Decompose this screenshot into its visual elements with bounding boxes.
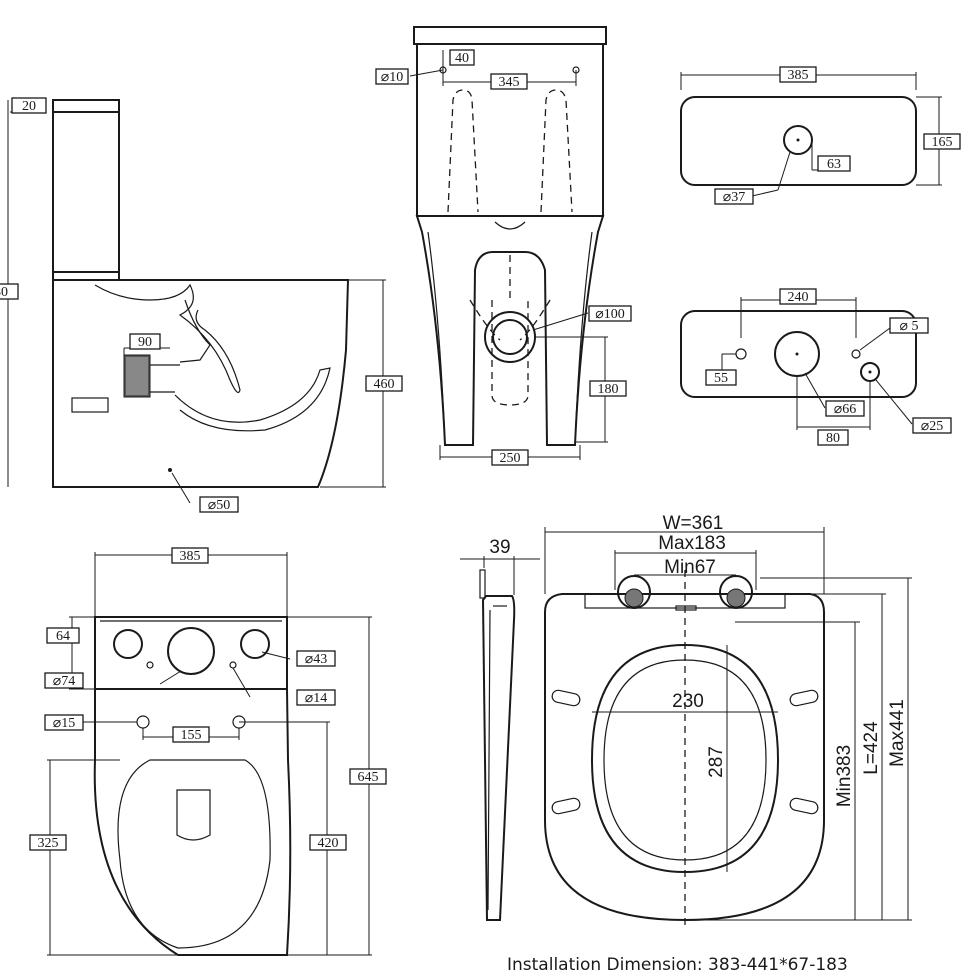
side-tank-offset-label: 20 [22,99,36,114]
tank-top-offset-label: 63 [827,157,841,172]
seat-profile [481,595,516,921]
seat-max-hinge-label: Max183 [658,533,726,554]
seat-width-label: W=361 [663,513,724,534]
plan-fix-spacing-label: 155 [181,728,202,743]
front-tank [416,43,604,217]
front-tank-lid [413,26,607,45]
side-tank [52,99,120,273]
tank-top-view: 385 165 63 ⌀37 [680,66,961,205]
tank-bottom-view: 240 ⌀ 5 55 ⌀66 ⌀25 80 [680,288,952,446]
seat-opening-length-label: 287 [706,746,727,778]
seat-min-hinge-label: Min67 [664,557,716,578]
front-hole-spacing-label: 345 [499,75,520,90]
plan-centre-length-label: 420 [318,836,339,851]
front-view: ⌀10 40 345 ⌀100 180 250 [375,26,632,466]
tank-bottom-offset-label: 55 [714,371,728,386]
tank-bottom-inlet-dia-label: ⌀25 [921,419,943,434]
front-outlet-height-label: 180 [598,382,619,397]
seat-view: 39 W=361 Max183 [460,513,912,970]
front-base-width-label: 250 [500,451,521,466]
side-bowl [52,279,350,488]
seat-opening-width-label: 230 [672,691,704,712]
seat-min-length-label: Min383 [834,745,855,807]
tank-bottom-bolt-spacing-label: 240 [788,290,809,305]
front-hole-dia-label: ⌀10 [381,70,403,85]
tank-bottom-outline [680,310,917,398]
plan-button-dia-label: ⌀43 [305,652,327,667]
plan-width-label: 385 [180,549,201,564]
side-view: 20 80 90 460 ⌀50 [0,97,403,513]
seat-max-length-label: Max441 [887,699,908,767]
plan-tank-depth-label: 64 [56,629,70,644]
front-hole-offset-label: 40 [455,51,469,66]
tank-bottom-bolt-dia-label: ⌀ 5 [900,319,919,334]
plan-view: 385 64 ⌀74 ⌀43 ⌀14 ⌀15 155 325 420 645 [29,547,387,956]
side-outlet-height-label: 90 [138,335,152,350]
tank-top-hole-dia-label: ⌀37 [723,190,745,205]
plan-fix-dia-label: ⌀15 [53,716,75,731]
tank-top-depth-label: 165 [932,135,953,150]
seat-length-label: L=424 [861,721,882,775]
side-drain-dia-label: ⌀50 [208,498,230,513]
side-overall-height-label: 80 [0,285,8,300]
installation-caption: Installation Dimension: 383-441*67-183 [507,955,848,970]
front-pedestal [415,215,605,446]
tank-bottom-spacing-label: 80 [826,431,840,446]
front-outlet-dia-label: ⌀100 [595,307,624,322]
tank-bottom-valve-dia-label: ⌀66 [834,402,856,417]
plan-small-dia-label: ⌀14 [305,691,327,706]
plan-tank [94,616,288,690]
seat-thickness-label: 39 [489,537,510,558]
side-seat-height-label: 460 [374,377,395,392]
plan-valve-dia-label: ⌀74 [53,674,75,689]
tank-top-outline [680,96,917,186]
tank-top-width-label: 385 [788,68,809,83]
plan-overall-length-label: 645 [358,770,379,785]
plan-bowl-length-label: 325 [38,836,59,851]
